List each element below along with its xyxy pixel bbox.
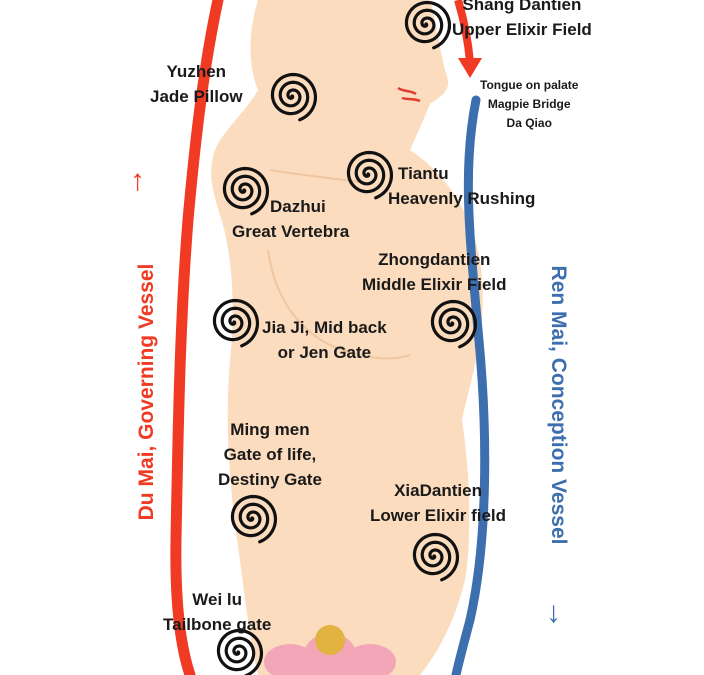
yuzhen-name: Yuzhen: [166, 62, 227, 81]
mingmen-sub: Gate of life,: [223, 445, 317, 464]
jiaji-name: Jia Ji, Mid back: [262, 318, 387, 337]
weilu-sub: Tailbone gate: [163, 615, 272, 634]
spiral-icon-tiantu: [346, 150, 394, 200]
label-dazhui: Dazhui Great Vertebra: [232, 194, 349, 244]
xiadantien-sub: Lower Elixir field: [370, 506, 507, 525]
tongue-line2: Magpie Bridge: [487, 97, 571, 111]
body-silhouette: [211, 0, 483, 675]
label-jiaji: Jia Ji, Mid back or Jen Gate: [262, 315, 387, 365]
label-tongue: Tongue on palate Magpie Bridge Da Qiao: [480, 76, 578, 133]
dazhui-sub: Great Vertebra: [232, 222, 350, 241]
du-mai-arrowhead: [458, 58, 482, 78]
mouth: [397, 86, 421, 103]
spiral-icon-yuzhen: [270, 72, 318, 122]
zhongdantien-sub: Middle Elixir Field: [362, 275, 507, 294]
label-yuzhen: Yuzhen Jade Pillow: [150, 59, 243, 109]
pearl-icon: [315, 625, 345, 655]
weilu-name: Wei lu: [192, 590, 243, 609]
label-mingmen: Ming men Gate of life, Destiny Gate: [218, 417, 322, 492]
dazhui-name: Dazhui: [270, 197, 326, 216]
du-mai-label: Du Mai, Governing Vessel: [135, 263, 158, 521]
spiral-icon-shang-dantien: [404, 0, 452, 50]
spiral-icon-weilu: [216, 628, 264, 675]
tiantu-name: Tiantu: [398, 164, 449, 183]
tongue-line3: Da Qiao: [506, 116, 552, 130]
tongue-line1: Tongue on palate: [480, 78, 579, 92]
spiral-icon-zhongdantien: [430, 299, 478, 349]
up-arrow-icon: ↑: [130, 164, 145, 197]
down-arrow-icon: ↓: [546, 596, 561, 629]
mingmen-sub2: Destiny Gate: [218, 470, 322, 489]
spiral-icon-dazhui: [222, 166, 270, 216]
ren-mai-label: Ren Mai, Conception Vessel: [547, 265, 570, 545]
spiral-icon-xiadantien: [412, 532, 460, 582]
jiaji-sub: or Jen Gate: [277, 343, 372, 362]
spiral-icon-jiaji: [212, 298, 260, 348]
mingmen-name: Ming men: [230, 420, 310, 439]
zhongdantien-name: Zhongdantien: [378, 250, 491, 269]
label-xiadantien: XiaDantien Lower Elixir field: [370, 478, 506, 528]
lotus-icon: [264, 633, 396, 675]
shang-dantien-sub: Upper Elixir Field: [452, 20, 592, 39]
tiantu-sub: Heavenly Rushing: [388, 189, 536, 208]
label-shang-dantien: Shang Dantien Upper Elixir Field: [452, 0, 592, 42]
label-zhongdantien: Zhongdantien Middle Elixir Field: [362, 247, 507, 297]
shang-dantien-name: Shang Dantien: [462, 0, 582, 14]
du-mai-channel: [170, 0, 224, 675]
label-tiantu: Tiantu Heavenly Rushing: [388, 161, 535, 211]
xiadantien-name: XiaDantien: [394, 481, 482, 500]
label-weilu: Wei lu Tailbone gate: [163, 587, 271, 637]
yuzhen-sub: Jade Pillow: [150, 87, 243, 106]
arm-contour-2: [267, 249, 411, 360]
spiral-icon-mingmen: [230, 494, 278, 544]
ren-mai-channel: [451, 95, 490, 675]
du-mai-top-arrow-line: [454, 0, 474, 63]
